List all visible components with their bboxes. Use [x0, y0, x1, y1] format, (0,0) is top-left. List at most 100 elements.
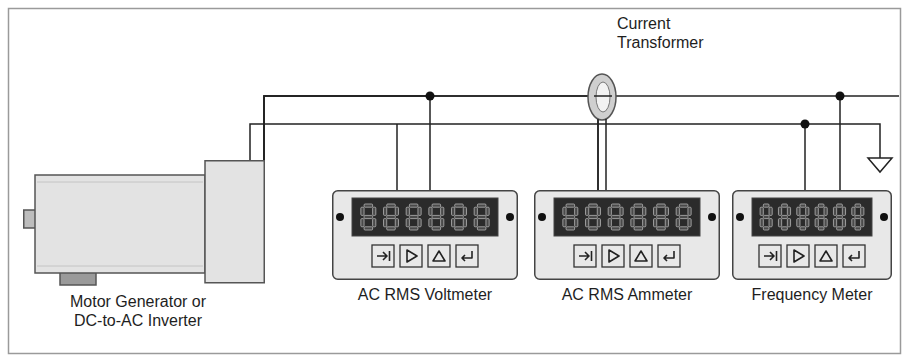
- device-label: AC RMS Ammeter: [562, 285, 693, 304]
- digit-segment: [861, 207, 864, 215]
- digit-segment: [387, 227, 396, 230]
- digit-segment: [364, 204, 373, 207]
- meter-housing: [535, 191, 720, 280]
- seven-segment-digit: [452, 204, 467, 230]
- digit-segment: [818, 227, 824, 230]
- motor-foot: [60, 272, 96, 285]
- digit-segment: [409, 215, 418, 218]
- digit-segment: [837, 227, 843, 230]
- digit-segment: [818, 204, 824, 207]
- digit-segment: [387, 204, 396, 207]
- seven-segment-digit: [654, 204, 669, 230]
- meter-button: [658, 245, 680, 267]
- meter-housing: [733, 191, 892, 280]
- digit-segment: [657, 215, 666, 218]
- digit-segment: [477, 215, 486, 218]
- digit-segment: [643, 219, 646, 227]
- device-caption: AC RMS Ammeter: [562, 285, 693, 304]
- digit-segment: [586, 219, 589, 227]
- digit-segment: [589, 227, 598, 230]
- digit-segment: [441, 219, 444, 227]
- digit-segment: [842, 207, 845, 215]
- meter-button: [602, 245, 624, 267]
- digit-segment: [852, 207, 855, 215]
- digit-segment: [643, 207, 646, 215]
- button-icon: [794, 250, 804, 262]
- transformer-lead: [597, 119, 599, 190]
- digit-segment: [634, 204, 643, 207]
- digit-segment: [486, 219, 489, 227]
- digit-segment: [452, 219, 455, 227]
- digit-segment: [575, 219, 578, 227]
- digit-segment: [608, 219, 611, 227]
- digit-segment: [477, 227, 486, 230]
- connector-wire: [264, 96, 840, 190]
- digit-segment: [474, 219, 477, 227]
- digit-segment: [455, 204, 464, 207]
- digit-segment: [806, 219, 809, 227]
- button-icon: [820, 251, 832, 261]
- digit-segment: [611, 215, 620, 218]
- digit-segment: [589, 215, 598, 218]
- line-wire: [594, 95, 612, 97]
- line-wire: [840, 95, 899, 97]
- seven-segment-digit: [833, 204, 845, 230]
- button-icon: [664, 251, 674, 261]
- button-icon: [849, 251, 859, 261]
- digit-segment: [566, 215, 575, 218]
- button-icon: [635, 251, 647, 261]
- digit-segment: [760, 207, 763, 215]
- button-face: [843, 245, 865, 267]
- seven-segment-digit: [631, 204, 646, 230]
- meter-display: [352, 198, 498, 236]
- digit-segment: [432, 215, 441, 218]
- digit-segment: [824, 219, 827, 227]
- button-icon: [764, 251, 777, 261]
- mount-hole: [880, 213, 888, 221]
- button-icon: [407, 250, 417, 262]
- component-label: Current Transformer: [617, 14, 717, 52]
- meter-button: [456, 245, 478, 267]
- digit-segment: [688, 219, 691, 227]
- digit-segment: [688, 207, 691, 215]
- digit-segment: [679, 204, 688, 207]
- digit-segment: [787, 219, 790, 227]
- digit-segment: [797, 219, 800, 227]
- seven-segment-digit: [429, 204, 444, 230]
- meter-button: [630, 245, 652, 267]
- meter-display: [752, 198, 872, 236]
- digit-segment: [486, 207, 489, 215]
- digit-segment: [418, 207, 421, 215]
- digit-segment: [361, 219, 364, 227]
- meter-button: [787, 245, 809, 267]
- digit-segment: [608, 207, 611, 215]
- digit-segment: [566, 227, 575, 230]
- meter-button: [372, 245, 394, 267]
- digit-segment: [806, 207, 809, 215]
- digit-segment: [418, 219, 421, 227]
- digit-segment: [364, 227, 373, 230]
- device-caption: AC RMS Voltmeter: [358, 285, 492, 304]
- digit-segment: [842, 219, 845, 227]
- mount-hole: [336, 213, 344, 221]
- button-icon: [377, 251, 390, 261]
- digit-segment: [852, 219, 855, 227]
- digit-segment: [769, 219, 772, 227]
- seven-segment-digit: [778, 204, 790, 230]
- digit-segment: [384, 207, 387, 215]
- digit-segment: [586, 207, 589, 215]
- meter-display: [554, 198, 700, 236]
- digit-segment: [597, 219, 600, 227]
- digit-segment: [855, 215, 861, 218]
- digit-segment: [387, 215, 396, 218]
- digit-segment: [634, 215, 643, 218]
- digit-segment: [631, 207, 634, 215]
- digit-segment: [432, 204, 441, 207]
- digit-segment: [409, 204, 418, 207]
- digit-segment: [815, 207, 818, 215]
- digit-segment: [815, 219, 818, 227]
- seven-segment-digit: [384, 204, 399, 230]
- button-face: [400, 245, 422, 267]
- ground-symbol: [868, 158, 892, 172]
- digit-segment: [778, 207, 781, 215]
